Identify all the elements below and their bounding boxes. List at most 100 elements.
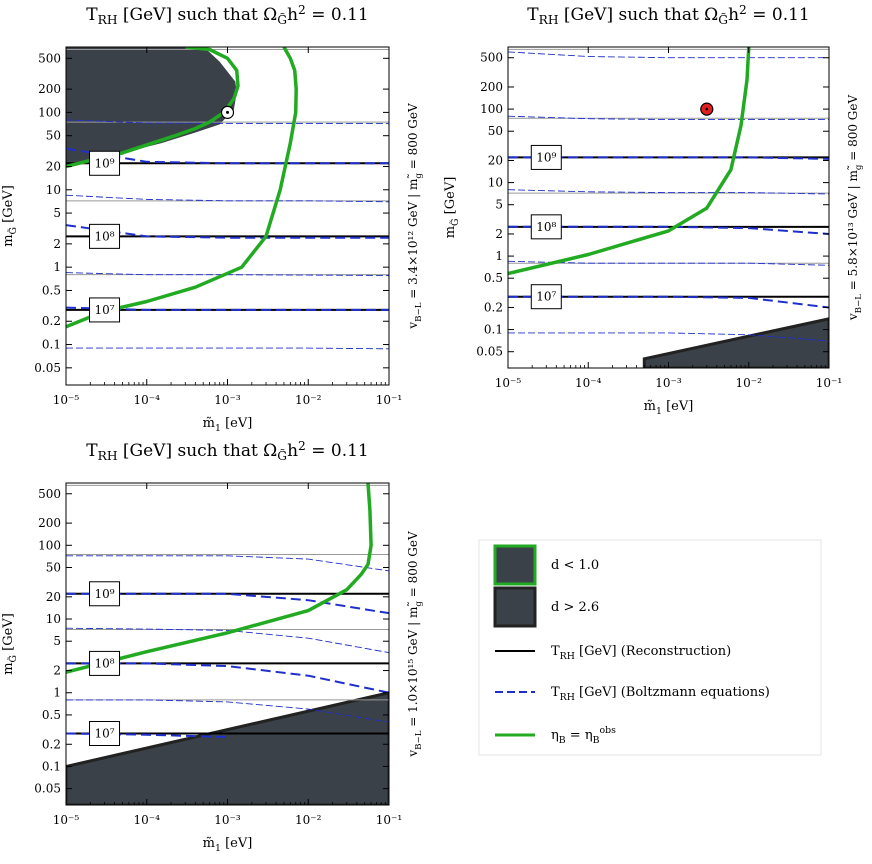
y-tick-label: 2	[53, 237, 61, 251]
x-tick-label: 10⁻³	[655, 376, 682, 390]
chart-title: TRH [GeV] such that ΩG̃h2 = 0.11	[86, 3, 368, 27]
trh-label-box	[89, 297, 121, 323]
trh-label: 10⁸	[94, 229, 114, 243]
trh-label: 10⁸	[536, 220, 556, 234]
chart-title: TRH [GeV] such that ΩG̃h2 = 0.11	[86, 439, 368, 463]
y-tick-label: 100	[38, 538, 61, 552]
y-tick-label: 20	[488, 153, 503, 167]
thin-boltzmann-line	[508, 115, 829, 121]
benchmark-marker-center	[226, 110, 229, 114]
y-tick-label: 100	[38, 105, 61, 119]
chart-title: TRH [GeV] such that ΩG̃h2 = 0.11	[527, 3, 809, 27]
legend-label: d > 2.6	[551, 600, 599, 615]
y-tick-label: 10	[46, 183, 61, 197]
trh-label: 10⁹	[94, 156, 114, 170]
x-tick-label: 10⁻²	[295, 393, 322, 407]
thin-boltzmann-line	[66, 699, 389, 723]
x-tick-label: 10⁻²	[295, 813, 322, 827]
eta-b-curve	[66, 47, 240, 169]
y-tick-label: 0.2	[42, 737, 61, 751]
eta-b-curve	[66, 483, 373, 674]
thin-boltzmann-line	[66, 119, 389, 124]
x-tick-label: 10⁻⁵	[53, 813, 80, 827]
eta-b-curve	[66, 47, 298, 329]
x-tick-label: 10⁻⁴	[134, 813, 161, 827]
y-tick-label: 5	[53, 634, 61, 648]
y-tick-label: 5	[495, 198, 503, 212]
trh-label-box	[530, 144, 562, 170]
y-tick-label: 0.1	[42, 759, 61, 773]
trh-label-box	[89, 150, 121, 176]
legend-swatch-green-border	[493, 544, 537, 586]
eta-b-curve	[508, 47, 751, 276]
y-tick-label: 500	[38, 51, 61, 65]
thin-boltzmann-line	[66, 347, 389, 350]
plot-area	[508, 47, 829, 368]
y-tick-label: 0.05	[34, 782, 61, 796]
benchmark-marker-center	[705, 107, 709, 111]
thin-boltzmann-line	[508, 332, 829, 342]
legend-label: ηB = ηBobs	[551, 725, 616, 746]
thin-boltzmann-line	[508, 189, 829, 195]
y-tick-label: 5	[53, 206, 61, 220]
y-axis-label: mG̃ [GeV]	[1, 185, 19, 247]
y-tick-label: 1	[53, 686, 61, 700]
y-tick-label: 0.5	[42, 708, 61, 722]
y-tick-label: 1	[495, 249, 503, 263]
side-parameter-label: vB−L = 1.0×10¹⁵ GeV | mg̃ = 800 GeV	[406, 531, 424, 758]
x-tick-label: 10⁻¹	[816, 376, 842, 390]
y-tick-label: 10	[488, 176, 503, 190]
thin-boltzmann-line	[66, 627, 389, 654]
trh-label-box	[89, 650, 121, 676]
x-axis-label: m̃1 [eV]	[644, 399, 694, 417]
trh-label-box	[530, 284, 562, 310]
y-tick-label: 50	[488, 124, 503, 138]
x-tick-label: 10⁻¹	[376, 393, 402, 407]
y-tick-label: 200	[38, 516, 61, 530]
thin-boltzmann-line	[66, 555, 389, 572]
y-tick-label: 0.2	[484, 300, 503, 314]
y-tick-label: 10	[46, 612, 61, 626]
y-tick-label: 0.5	[484, 271, 503, 285]
y-tick-label: 500	[480, 51, 503, 65]
side-parameter-label: vB−L = 5.8×10¹³ GeV | mg̃ = 800 GeV	[846, 95, 864, 322]
shaded-region-d-1-0	[66, 47, 237, 167]
shaded-region-d-2-6	[642, 317, 829, 368]
y-tick-label: 50	[46, 129, 61, 143]
thin-boltzmann-line	[508, 51, 829, 59]
side-parameter-label: vB−L = 3.4×10¹² GeV | mg̃ = 800 GeV	[406, 103, 424, 330]
x-tick-label: 10⁻⁵	[53, 393, 80, 407]
x-axis-label: m̃1 [eV]	[203, 416, 253, 434]
plot-area	[66, 483, 389, 805]
trh-label-box	[89, 720, 121, 746]
x-tick-label: 10⁻⁵	[495, 376, 522, 390]
y-tick-label: 200	[38, 82, 61, 96]
x-tick-label: 10⁻³	[214, 813, 241, 827]
y-tick-label: 2	[53, 664, 61, 678]
legend-swatch-dark-border	[493, 586, 537, 628]
legend-label: TRH [GeV] (Reconstruction)	[551, 644, 731, 662]
trh-label-box	[89, 223, 121, 249]
y-tick-label: 0.2	[42, 314, 61, 328]
trh-label: 10⁸	[94, 656, 114, 670]
trh-label-box	[89, 581, 121, 607]
legend-label: TRH [GeV] (Boltzmann equations)	[551, 685, 770, 703]
trh-label: 10⁷	[94, 303, 114, 317]
y-tick-label: 20	[46, 590, 61, 604]
y-tick-label: 200	[480, 80, 503, 94]
y-tick-label: 20	[46, 159, 61, 173]
legend-label: d < 1.0	[551, 558, 599, 573]
y-tick-label: 0.1	[484, 323, 503, 337]
x-tick-label: 10⁻¹	[376, 813, 402, 827]
trh-label: 10⁷	[94, 726, 114, 740]
x-tick-label: 10⁻⁴	[575, 376, 602, 390]
y-tick-label: 100	[480, 102, 503, 116]
y-tick-label: 0.05	[476, 345, 503, 359]
y-tick-label: 0.1	[42, 338, 61, 352]
thin-boltzmann-line	[66, 194, 389, 203]
x-tick-label: 10⁻⁴	[134, 393, 161, 407]
